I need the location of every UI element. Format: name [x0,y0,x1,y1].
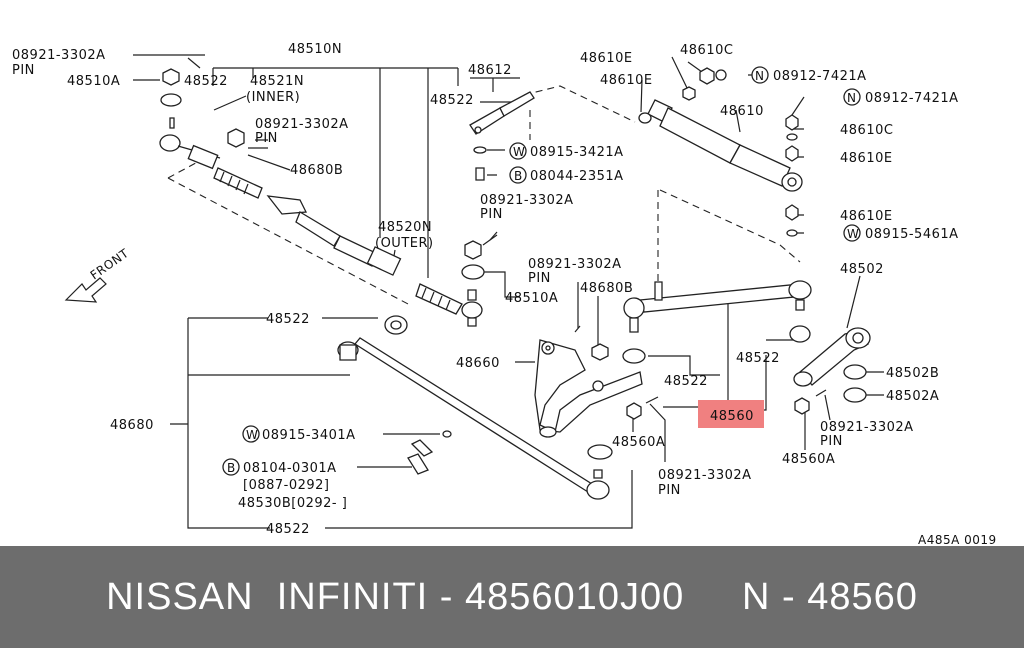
label-08921-pin4: 08921-3302A [528,257,622,272]
highlight-box [698,400,764,428]
part-labels: 08921-3302A PIN 48510A 48522 48510N 4852… [12,42,997,546]
label-w08915-3401a: 08915-3401A [262,428,356,443]
label-48502: 48502 [840,262,884,277]
circle-n-2: N [847,91,856,105]
label-w08915-5461a: 08915-5461A [865,227,959,242]
label-pin-top: PIN [12,63,35,78]
label-b08104-0301a: 08104-0301A [243,461,337,476]
label-pin3: PIN [480,207,503,222]
label-48520n: 48520N [378,220,432,235]
circle-w-2: W [847,227,859,241]
label-48680b-mid: 48680B [580,281,633,296]
center-link-assembly [534,280,871,460]
label-48610e-4: 48610E [840,209,893,224]
parts-diagram: FRONT W B N N W W B 08921-3302A PIN 4851… [12,42,997,546]
label-48510n: 48510N [288,42,342,57]
part-number-banner: NISSAN INFINITI - 4856010J00 N - 48560 [0,546,1024,648]
label-48610e-1: 48610E [580,51,633,66]
leader-lines [133,54,884,529]
label-outer: (OUTER) [375,236,434,251]
label-b08044-2351a: 08044-2351A [530,169,624,184]
label-48612: 48612 [468,63,512,78]
label-pin2: PIN [255,131,278,146]
label-08921-3302a-top: 08921-3302A [12,48,106,63]
label-48610e-3: 48610E [840,151,893,166]
banner-text: NISSAN INFINITI - 4856010J00 N - 48560 [106,575,918,618]
diagram-code: A485A 0019 [918,533,997,546]
label-48502a: 48502A [886,389,939,404]
label-48502b: 48502B [886,366,939,381]
label-48522-left: 48522 [266,312,310,327]
label-48560a-mid: 48560A [612,435,665,450]
label-48522-r1: 48522 [736,351,780,366]
label-48610c-2: 48610C [840,123,893,138]
circle-n-1: N [755,69,764,83]
label-48530b: 48530B[0292- ] [238,496,347,511]
label-pin4: PIN [528,271,551,286]
label-48522-mid: 48522 [430,93,474,108]
label-48522-bottom: 48522 [266,522,310,537]
label-48510a-mid: 48510A [505,291,558,306]
circle-w-3: W [246,428,258,442]
label-48660: 48660 [456,356,500,371]
label-48510a-left: 48510A [67,74,120,89]
label-pin5: PIN [658,483,681,498]
label-08921-pin2: 08921-3302A [255,117,349,132]
label-48680b-top: 48680B [290,163,343,178]
diagram-canvas: FRONT W B N N W W B 08921-3302A PIN 4851… [12,42,997,546]
steering-damper [638,67,803,237]
label-48560: 48560 [710,409,754,424]
label-inner: (INNER) [246,90,300,105]
relay-rod-assembly [337,315,610,500]
label-48610: 48610 [720,104,764,119]
label-n08912-2: 08912-7421A [865,91,959,106]
label-48610e-2: 48610E [600,73,653,88]
dashed-outlines [167,85,801,306]
circle-w-1: W [513,145,525,159]
label-08921-pin3: 08921-3302A [480,193,574,208]
front-label: FRONT [88,246,132,283]
label-08921-pin5: 08921-3302A [658,468,752,483]
label-date1: [0887-0292] [243,478,330,493]
tie-rod-assembly [159,68,535,327]
circle-b-1: B [514,169,523,183]
label-48610c-1: 48610C [680,43,733,58]
circle-b-2: B [227,461,236,475]
front-arrow-icon [64,277,107,303]
label-48522-topleft: 48522 [184,74,228,89]
label-08921-pin6: 08921-3302A [820,420,914,435]
circled-letter-icons: W B N N W W B [222,66,861,476]
label-48680: 48680 [110,418,154,433]
label-n08912-1: 08912-7421A [773,69,867,84]
label-w08915-3421a: 08915-3421A [530,145,624,160]
label-48521n: 48521N [250,74,304,89]
label-pin6: PIN [820,434,843,449]
label-48560a-right: 48560A [782,452,835,467]
label-48522-r2: 48522 [664,374,708,389]
